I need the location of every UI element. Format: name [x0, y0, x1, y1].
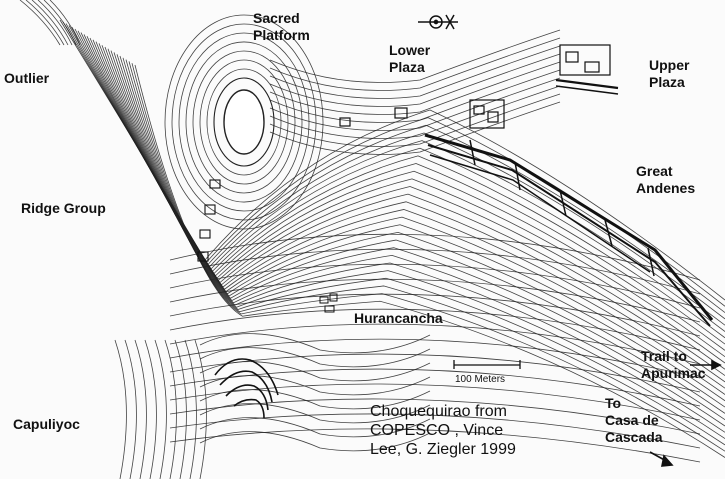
- contour-line: [169, 233, 701, 281]
- contour-line: [19, 0, 61, 46]
- contour-line: [178, 32, 310, 212]
- contour-line: [199, 347, 431, 368]
- contour-line: [199, 375, 431, 396]
- label-outlier: Outlier: [4, 70, 50, 86]
- contour-line: [184, 339, 197, 479]
- label-lower-plaza: Lower Plaza: [389, 42, 431, 75]
- contour-line: [269, 93, 561, 147]
- contour-line: [169, 248, 701, 295]
- contour-line: [269, 69, 561, 123]
- contour-line: [199, 361, 431, 382]
- contour-line: [199, 59, 289, 185]
- contour-line: [169, 398, 701, 435]
- capuliyoc-terraces: [214, 358, 279, 419]
- contour-line: [206, 68, 282, 176]
- contour-line: [169, 308, 701, 351]
- label-trail-to-apurimac: Trail to Apurimac: [641, 348, 706, 381]
- contour-line: [269, 29, 561, 83]
- contour-line: [131, 63, 725, 452]
- contour-line: [269, 61, 561, 115]
- contour-line: [185, 41, 303, 203]
- contour-line: [104, 46, 725, 395]
- contour-line: [125, 59, 725, 439]
- contour-line: [199, 333, 431, 354]
- contour-line: [31, 0, 69, 46]
- contour-line: [169, 323, 701, 365]
- label-great-andenes: Great Andenes: [636, 163, 696, 196]
- label-hurancancha: Hurancancha: [354, 310, 443, 326]
- contour-line: [169, 278, 701, 323]
- label-sacred-platform: Sacred Platform: [253, 10, 310, 43]
- label-ridge-group: Ridge Group: [21, 200, 106, 216]
- contour-lines: [19, 0, 725, 479]
- label-upper-plaza: Upper Plaza: [649, 57, 690, 90]
- contour-line: [199, 431, 431, 452]
- contour-line: [169, 293, 701, 337]
- contour-line: [134, 64, 725, 458]
- contour-line: [122, 57, 725, 433]
- contour-line: [269, 85, 561, 139]
- contour-line: [169, 263, 701, 309]
- scale-bar: [453, 360, 521, 369]
- contour-line: [113, 52, 725, 414]
- contour-line: [98, 43, 725, 383]
- ridge-group-structures: [197, 179, 221, 262]
- contour-line: [128, 61, 725, 446]
- north-arrow-icon: [418, 14, 458, 30]
- contour-line: [134, 339, 147, 479]
- plaza-structures: [339, 44, 619, 129]
- contour-line: [199, 417, 431, 438]
- contour-line: [192, 50, 296, 194]
- contour-line: [144, 339, 157, 479]
- contour-line: [169, 383, 701, 421]
- map-credit: Choquequirao from COPESCO , Vince Lee, G…: [370, 403, 516, 458]
- contour-line: [119, 55, 725, 427]
- trail-arrows: [649, 359, 722, 467]
- contour-line: [194, 339, 207, 479]
- contour-line: [49, 0, 81, 46]
- contour-line: [169, 413, 701, 449]
- contour-line: [269, 37, 561, 91]
- contour-line: [77, 30, 725, 339]
- contour-line: [124, 339, 137, 479]
- contour-line: [114, 339, 127, 479]
- sacred-platform-rim: [213, 77, 275, 167]
- sacred-platform-summit: [223, 89, 265, 155]
- scale-bar-label: 100 Meters: [455, 374, 506, 385]
- contour-line: [25, 0, 65, 46]
- label-to-casa-de-cascada: To Casa de Cascada: [605, 395, 663, 445]
- contour-line: [169, 338, 701, 379]
- contour-line: [269, 77, 561, 131]
- contour-line: [199, 403, 431, 424]
- contour-line: [169, 428, 701, 463]
- label-capuliyoc: Capuliyoc: [13, 416, 80, 432]
- contour-line: [269, 45, 561, 99]
- hurancancha-ruins: [319, 293, 338, 313]
- great-andenes-terraces: [424, 133, 714, 327]
- contour-line: [174, 339, 187, 479]
- contour-line: [37, 0, 73, 46]
- contour-line: [164, 339, 177, 479]
- contour-line: [164, 14, 324, 230]
- contour-line: [43, 0, 77, 46]
- contour-line: [154, 339, 167, 479]
